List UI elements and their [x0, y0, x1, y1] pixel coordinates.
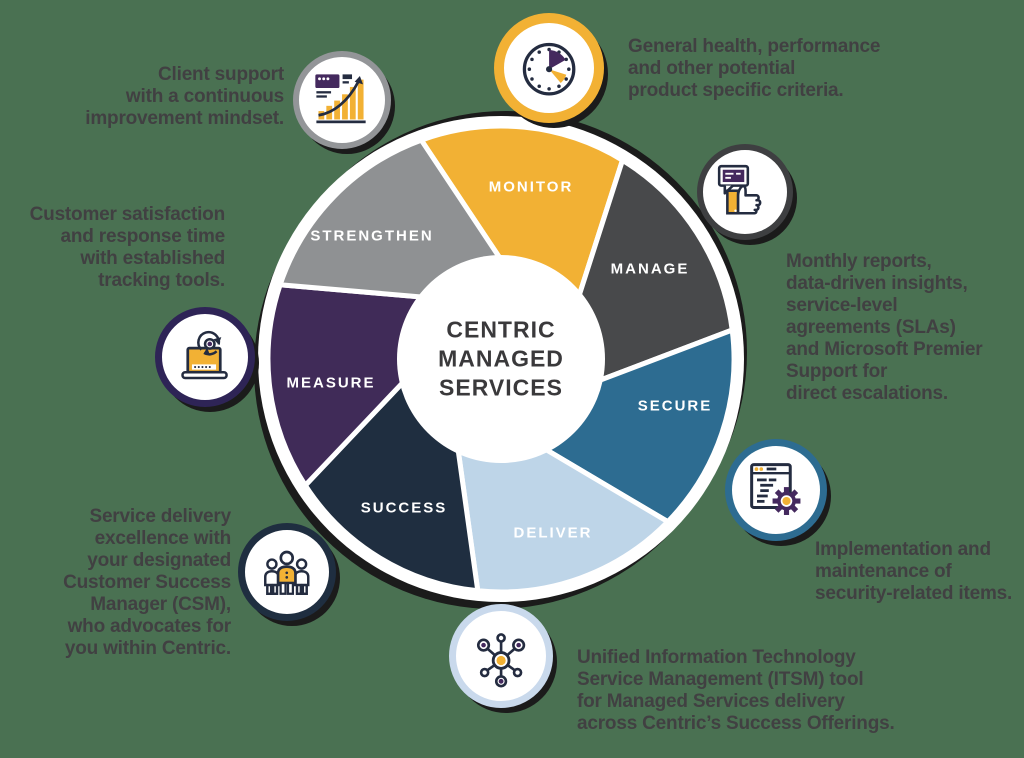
callout-text-measure: Customer satisfaction and response time …	[29, 204, 226, 291]
monitor-icon-circle	[494, 13, 604, 123]
manage-icon-circle	[697, 144, 793, 240]
measure-icon-circle	[155, 307, 255, 407]
window-gear-icon	[749, 462, 801, 515]
callout-text-manage: Monthly reports, data-driven insights, s…	[786, 251, 983, 404]
callout-text-secure: Implementation and maintenance of securi…	[815, 539, 1013, 604]
strengthen-icon-circle	[293, 51, 391, 149]
segment-label-strengthen: STRENGTHEN	[310, 227, 434, 245]
people-group-icon	[264, 550, 310, 596]
segment-label-deliver: DELIVER	[513, 524, 593, 542]
callout-text-strengthen: Client support with a continuous improve…	[85, 64, 284, 129]
laptop-sync-icon	[181, 331, 229, 380]
segment-label-measure: MEASURE	[286, 374, 376, 392]
callout-text-deliver: Unified Information Technology Service M…	[577, 647, 895, 734]
clock-gauge-icon	[522, 42, 576, 96]
network-nodes-icon	[476, 633, 526, 688]
callout-text-success: Service delivery excellence with your de…	[63, 506, 231, 659]
segment-label-manage: MANAGE	[610, 260, 690, 278]
deliver-icon-circle	[449, 604, 553, 708]
thumbs-up-icon	[718, 165, 762, 215]
secure-icon-circle	[725, 439, 827, 541]
wheel-center-circle	[397, 255, 605, 463]
segment-label-secure: SECURE	[637, 397, 713, 415]
bar-chart-icon	[315, 74, 367, 124]
callout-text-monitor: General health, performance and other po…	[628, 36, 881, 101]
wheel-center-title: CENTRIC MANAGED SERVICES	[438, 316, 564, 401]
segment-label-monitor: MONITOR	[488, 178, 574, 196]
success-icon-circle	[238, 523, 336, 621]
segment-label-success: SUCCESS	[360, 499, 448, 517]
